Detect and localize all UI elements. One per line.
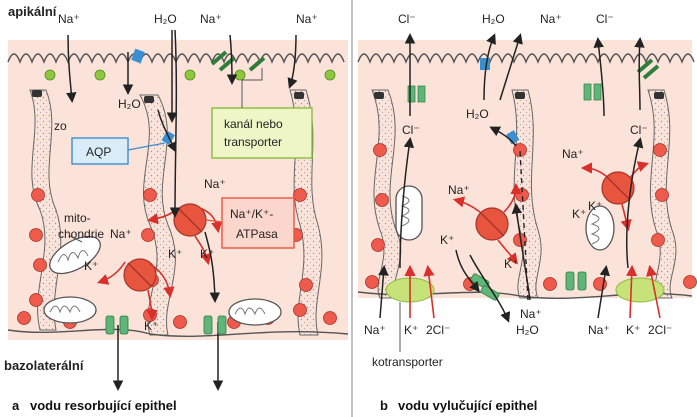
cotransport-arrows-b bbox=[378, 265, 610, 319]
text-b-cl-left: Cl⁻ bbox=[402, 123, 420, 137]
caption-b-letter: b bbox=[380, 398, 388, 413]
na-k-pump-b1 bbox=[475, 207, 509, 241]
caption-a-text: vodu resorbující epithel bbox=[30, 398, 177, 413]
pump-arrows-a bbox=[96, 207, 223, 322]
k-channels-basal-b bbox=[470, 271, 587, 301]
text-b-na-right: Na⁺ bbox=[562, 147, 584, 161]
atpase-pointer bbox=[205, 219, 223, 223]
cotransporter-b2 bbox=[615, 277, 665, 303]
text-b-top-cl2: Cl⁻ bbox=[596, 12, 614, 26]
text-b-na-mid: Na⁺ bbox=[448, 183, 470, 197]
text-a-k-right: K⁺ bbox=[200, 247, 214, 261]
aqp-pointer bbox=[127, 142, 166, 151]
text-b-cotransporter: kotransporter bbox=[372, 355, 443, 369]
text-a-k-left: K⁺ bbox=[84, 259, 98, 273]
channel-box bbox=[211, 107, 313, 159]
na-k-pump-a1 bbox=[123, 258, 157, 292]
text-b-cl-right: Cl⁻ bbox=[630, 123, 648, 137]
text-a-k-mid: K⁺ bbox=[168, 247, 182, 261]
k-channels-basal-a bbox=[105, 315, 227, 335]
mito-pointer bbox=[69, 235, 83, 243]
tight-junctions-a bbox=[32, 90, 304, 103]
apical-membrane-b bbox=[357, 53, 695, 64]
channel-box-pointer bbox=[241, 68, 263, 108]
panel-b: Cl⁻ H₂O Na⁺ Cl⁻ Cl⁻ H₂O Na⁺ K⁺ K⁺ Na⁺ K⁺… bbox=[357, 12, 697, 413]
text-a-na-left: Na⁺ bbox=[110, 227, 132, 241]
aqp-apical-channel bbox=[131, 48, 145, 64]
caption-a-letter: a bbox=[12, 398, 20, 413]
text-b-h2o-mid: H₂O bbox=[466, 107, 489, 121]
mitochondrion-a2 bbox=[43, 296, 97, 324]
na-k-pump-b2 bbox=[601, 171, 635, 205]
basal-membrane-a bbox=[7, 328, 349, 338]
text-a-zo: zo bbox=[54, 119, 67, 133]
text-b-bottom-2cl1: 2Cl⁻ bbox=[426, 323, 450, 337]
mitochondrion-a3 bbox=[228, 298, 282, 326]
text-b-k-right2: K⁺ bbox=[588, 199, 602, 213]
text-b-k-mid: K⁺ bbox=[440, 233, 454, 247]
mitochondrion-a1 bbox=[49, 235, 101, 275]
transport-arrows-a bbox=[66, 29, 298, 391]
text-b-top-cl1: Cl⁻ bbox=[398, 12, 416, 26]
pump-arrows-b bbox=[452, 161, 650, 265]
tight-junctions-b bbox=[374, 92, 664, 99]
text-a-mito-line1: mito- bbox=[64, 211, 91, 225]
text-a-na-right: Na⁺ bbox=[204, 177, 226, 191]
text-b-top-h2o: H₂O bbox=[482, 12, 505, 26]
text-b-bottom-k1: K⁺ bbox=[404, 323, 418, 337]
text-b-bottom-h2o: H₂O bbox=[516, 323, 539, 337]
text-a-mito-line2: chondrie bbox=[58, 227, 104, 241]
text-a-k-left2: K⁺ bbox=[144, 319, 158, 333]
text-a-aqp: AQP bbox=[86, 145, 111, 159]
text-b-bottom-k2: K⁺ bbox=[626, 323, 640, 337]
text-b-k-right: K⁺ bbox=[572, 207, 586, 221]
text-a-top-na2: Na⁺ bbox=[200, 12, 222, 26]
text-b-bottom-na3: Na⁺ bbox=[588, 323, 610, 337]
label-apical: apikální bbox=[8, 4, 57, 19]
mitochondrion-b2 bbox=[585, 205, 615, 251]
text-b-bottom-2cl2: 2Cl⁻ bbox=[648, 323, 672, 337]
paracellular-dashed bbox=[519, 149, 529, 301]
atpase-box bbox=[221, 197, 295, 249]
aqp-lateral-channel bbox=[161, 130, 175, 145]
caption-b-text: vodu vylučující epithel bbox=[398, 398, 537, 413]
text-a-h2o-mid: H₂O bbox=[118, 97, 141, 111]
text-b-bottom-na2: Na⁺ bbox=[520, 307, 542, 321]
text-a-atpase-line1: Na⁺/K⁺- bbox=[230, 207, 273, 221]
aqp-box bbox=[71, 137, 129, 165]
text-a-channel-line1: kanál nebo bbox=[224, 117, 283, 131]
text-b-bottom-na1: Na⁺ bbox=[364, 323, 386, 337]
text-a-channel-line2: transporter bbox=[224, 135, 282, 149]
text-a-atpase-line2: ATPasa bbox=[236, 227, 278, 241]
cotransport-arrows-red-b bbox=[404, 264, 661, 319]
text-b-k-mid2: K⁺ bbox=[504, 257, 518, 271]
transport-arrows-b bbox=[399, 33, 645, 323]
text-b-top-na: Na⁺ bbox=[540, 12, 562, 26]
panel-a: apikální bazolaterální Na⁺ H₂O Na⁺ Na⁺ z… bbox=[4, 4, 349, 413]
label-basolateral: bazolaterální bbox=[4, 358, 84, 373]
text-a-top-h2o: H₂O bbox=[154, 12, 177, 26]
apical-channels-b bbox=[407, 58, 660, 145]
green-dots-a bbox=[44, 69, 336, 81]
text-a-top-na3: Na⁺ bbox=[296, 12, 318, 26]
mitochondrion-b1 bbox=[395, 185, 423, 241]
text-a-top-na1: Na⁺ bbox=[58, 12, 80, 26]
